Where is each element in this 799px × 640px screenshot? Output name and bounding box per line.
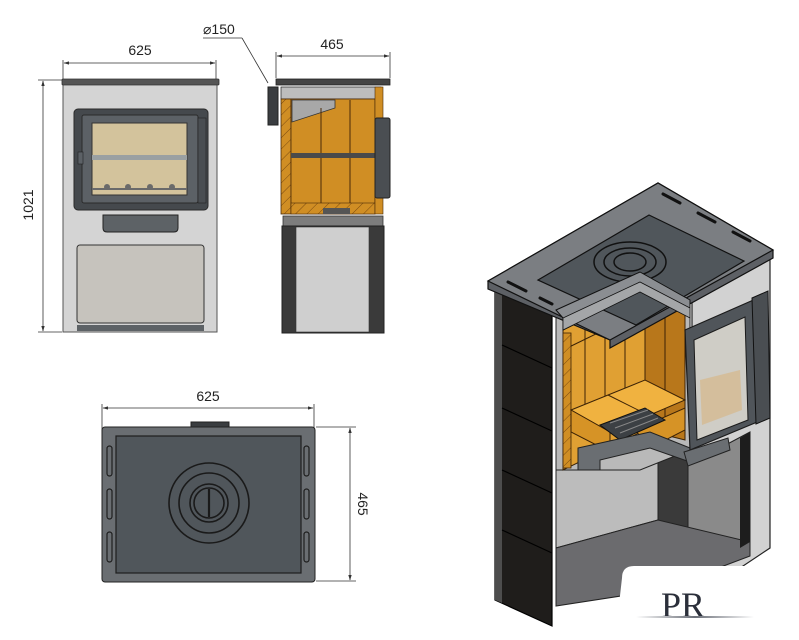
front-width-label: 625	[128, 42, 152, 58]
iso-ash-ledge	[577, 431, 691, 471]
side-base-panel	[295, 226, 370, 333]
iso-door-hinge	[751, 290, 771, 425]
front-width-dimension: 625	[62, 42, 217, 80]
iso-grate	[598, 407, 667, 441]
top-depth-dimension: 465	[316, 426, 371, 582]
side-depth-label: 465	[320, 36, 344, 52]
top-width-label: 625	[196, 388, 220, 404]
flue-diameter-annotation: ⌀150	[203, 21, 269, 84]
top-vent-slots	[106, 445, 310, 563]
top-hotplate-rings	[168, 462, 250, 544]
top-view: 625 465	[101, 388, 371, 583]
side-shelf	[291, 153, 375, 158]
iso-vent-slots	[506, 192, 752, 306]
side-insulation	[280, 98, 292, 215]
top-depth-label: 465	[355, 492, 371, 516]
front-top-plate	[61, 78, 220, 86]
side-door-profile	[374, 117, 391, 199]
front-glass-bar	[92, 155, 187, 160]
front-door-handle	[77, 151, 84, 165]
iso-left-side-panel	[494, 283, 553, 627]
front-height-label: 1021	[20, 189, 36, 220]
side-top-plate	[275, 78, 391, 86]
iso-insulation	[562, 332, 572, 469]
front-lower-panel	[76, 244, 205, 324]
front-height-dimension: 1021	[20, 79, 62, 333]
front-door-hinge	[197, 117, 207, 204]
brand-logo: PR	[615, 566, 760, 640]
flue-diameter-label: ⌀150	[203, 21, 235, 37]
top-width-dimension: 625	[101, 388, 315, 430]
logo-underline	[636, 616, 754, 618]
side-section-view: ⌀150 465	[203, 21, 391, 334]
front-ash-drawer	[102, 214, 179, 233]
isometric-cutaway-view	[486, 182, 775, 627]
iso-ash-drawer	[683, 437, 731, 467]
side-baffle	[291, 99, 336, 123]
logo-text: PR	[661, 585, 705, 625]
side-depth-dimension: 465	[275, 36, 391, 78]
front-plinth	[77, 325, 204, 331]
front-view: 625 1021	[20, 42, 220, 333]
iso-lower-cavity-floor	[555, 519, 751, 607]
side-grate	[323, 208, 350, 214]
side-flue-collar	[267, 86, 279, 126]
iso-fire-door	[684, 297, 763, 451]
